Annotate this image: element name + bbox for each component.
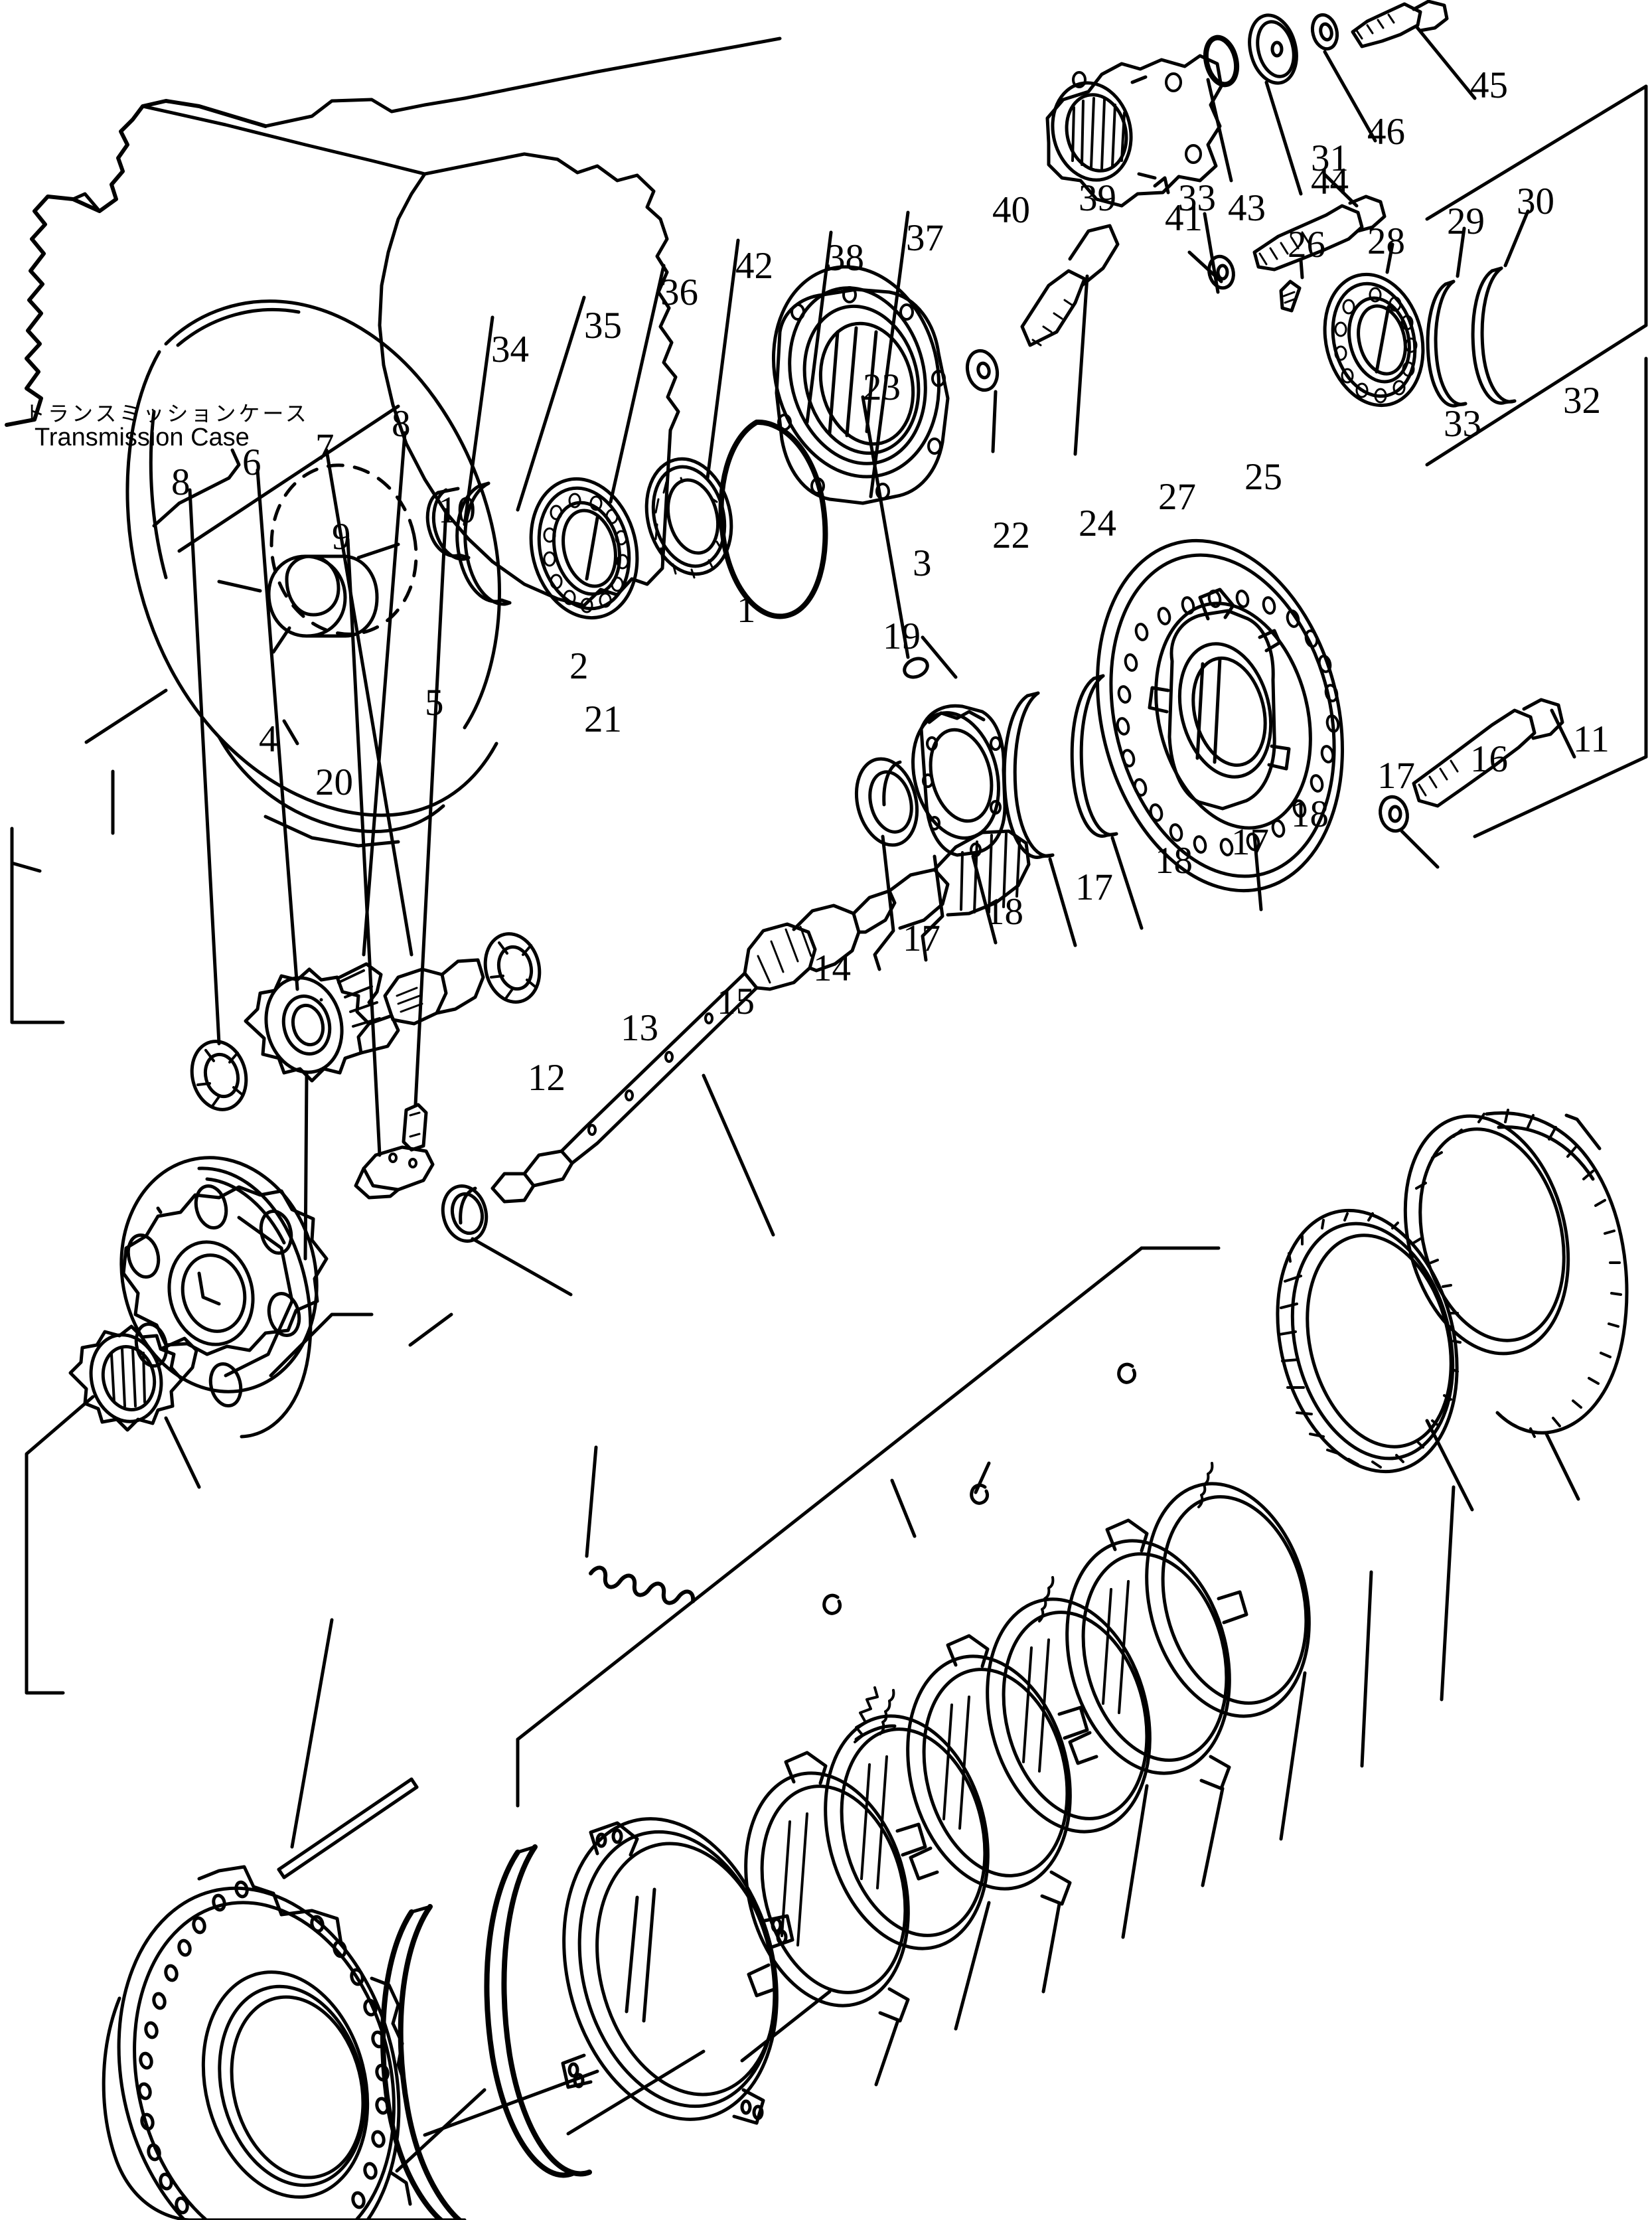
- callout-45: 45: [1470, 64, 1508, 106]
- callout-42: 42: [735, 245, 773, 287]
- bearing-28-rings: [1323, 209, 1530, 408]
- callout-27: 27: [1158, 476, 1196, 518]
- brake-disc-25: [1096, 538, 1344, 912]
- callout-28: 28: [1367, 220, 1405, 262]
- callout-16: 16: [1470, 738, 1508, 780]
- callout-18: 18: [986, 891, 1023, 933]
- bearings-group-top: [425, 210, 950, 620]
- callout-39: 39: [1079, 177, 1116, 219]
- rings-24-27: [1002, 674, 1144, 947]
- callout-35: 35: [584, 305, 622, 347]
- callout-9: 9: [332, 516, 351, 558]
- callout-15: 15: [717, 981, 755, 1022]
- callout-17: 17: [903, 917, 940, 959]
- retaining-clips-19: [822, 1362, 1137, 1615]
- callout-22: 22: [992, 515, 1030, 556]
- callout-17: 17: [1075, 866, 1113, 908]
- transmission-case-label-jp: トランスミッションケース: [24, 401, 309, 426]
- callout-2: 2: [569, 645, 589, 687]
- callout-14: 14: [813, 947, 851, 989]
- seal-rings-13-15: [380, 1844, 706, 2220]
- callout-8: 8: [171, 461, 190, 503]
- transmission-case-label-en: Transmission Case: [35, 424, 250, 451]
- transmission-case-outline: [5, 37, 782, 1024]
- callout-17: 17: [1377, 755, 1415, 797]
- return-spring-21: [585, 1445, 696, 1605]
- splined-hub-16: [1276, 1109, 1629, 1512]
- fasteners-32-33: [1379, 357, 1648, 869]
- callout-17: 17: [1231, 821, 1269, 863]
- callout-1: 1: [737, 589, 756, 631]
- callout-7: 7: [315, 426, 335, 468]
- main-shaft-1: [441, 829, 1031, 1297]
- callout-25: 25: [1244, 456, 1282, 498]
- callout-46: 46: [1367, 111, 1405, 153]
- callout-44: 44: [1311, 161, 1349, 202]
- callout-40: 40: [992, 189, 1030, 231]
- callout-37: 37: [906, 217, 944, 259]
- clutch-pack: [516, 635, 1456, 2087]
- callout-33: 33: [1178, 177, 1216, 219]
- callout-11: 11: [1573, 718, 1610, 760]
- callout-19: 19: [883, 615, 921, 657]
- clutch-housing-12: [102, 1865, 487, 2220]
- pin-rod-20: [277, 1618, 419, 1879]
- callout-8: 8: [392, 403, 411, 445]
- callout-21: 21: [584, 698, 622, 740]
- callout-43: 43: [1228, 187, 1266, 229]
- callout-4: 4: [259, 718, 278, 760]
- piston-plate-14: [561, 1817, 832, 2125]
- callout-24: 24: [1079, 503, 1116, 544]
- small-gear-group: [188, 431, 542, 1261]
- callout-20: 20: [315, 761, 353, 803]
- callout-26: 26: [1288, 224, 1325, 266]
- callout-10: 10: [438, 489, 476, 531]
- callout-13: 13: [621, 1007, 658, 1049]
- callout-23: 23: [863, 366, 901, 408]
- callout-31: 31: [1311, 137, 1349, 179]
- bolt-39-washer-40: [965, 224, 1120, 456]
- callout-18: 18: [1291, 793, 1329, 835]
- fasteners-31-26-33: [1187, 172, 1387, 313]
- callout-18: 18: [1155, 840, 1193, 882]
- callout-38: 38: [826, 237, 864, 279]
- callout-6: 6: [242, 441, 262, 483]
- callout-12: 12: [528, 1057, 565, 1099]
- callout-32: 32: [1563, 380, 1601, 422]
- callout-34: 34: [491, 329, 529, 370]
- callout-33: 33: [1444, 403, 1481, 445]
- callout-41: 41: [1165, 197, 1203, 239]
- callout-5: 5: [425, 682, 444, 724]
- callout-36: 36: [660, 272, 698, 313]
- callout-3: 3: [913, 542, 932, 584]
- carrier-gear-5: [25, 719, 453, 1695]
- callout-30: 30: [1517, 181, 1554, 222]
- yoke-flange-group: [1045, 0, 1648, 467]
- callout-29: 29: [1447, 200, 1485, 242]
